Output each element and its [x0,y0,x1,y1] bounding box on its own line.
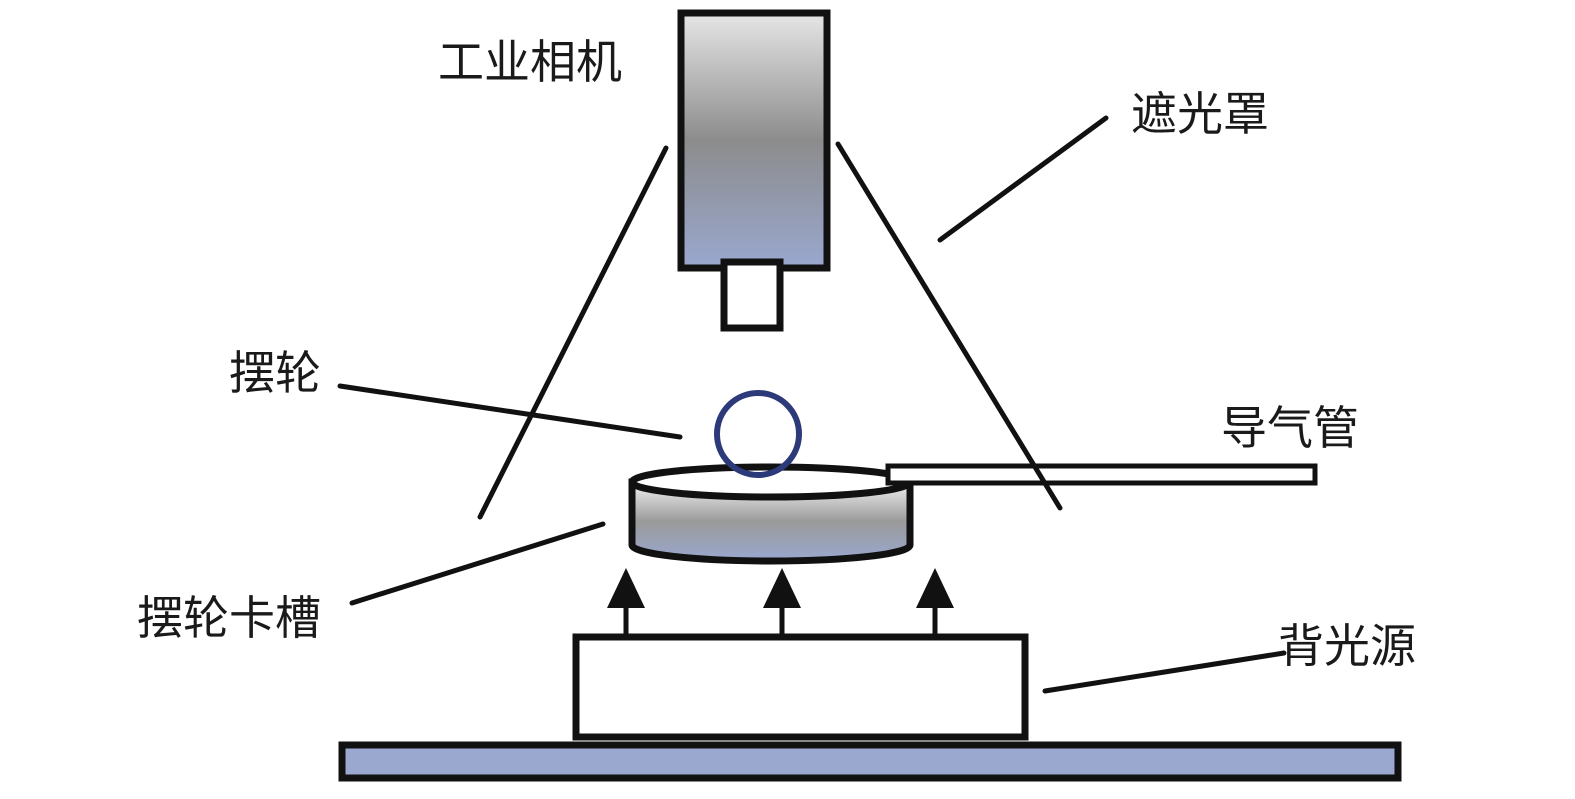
leader-light-shield [937,115,1109,243]
leader-wheel-slot [349,521,606,606]
balance-wheel [714,390,802,478]
air-tube [885,463,1318,486]
label-air-tube: 导气管 [1221,401,1359,455]
camera-lens [720,258,784,332]
label-camera: 工业相机 [438,35,622,89]
leader-backlight [1042,650,1287,694]
wheel-slot [628,463,914,565]
label-wheel-slot: 摆轮卡槽 [137,591,321,645]
base-plate [338,741,1402,782]
light-shield-right-edge [835,141,1063,511]
light-arrow-left [607,568,645,637]
camera-body [677,9,831,272]
light-shield-left-edge [477,145,669,520]
label-light-shield: 遮光罩 [1131,87,1269,141]
backlight-box [572,633,1029,741]
light-arrow-center [763,568,801,637]
light-arrows [607,568,954,637]
light-arrow-right [916,568,954,637]
label-backlight: 背光源 [1278,619,1416,673]
leader-balance-wheel [337,383,683,440]
label-balance-wheel: 摆轮 [229,346,321,400]
